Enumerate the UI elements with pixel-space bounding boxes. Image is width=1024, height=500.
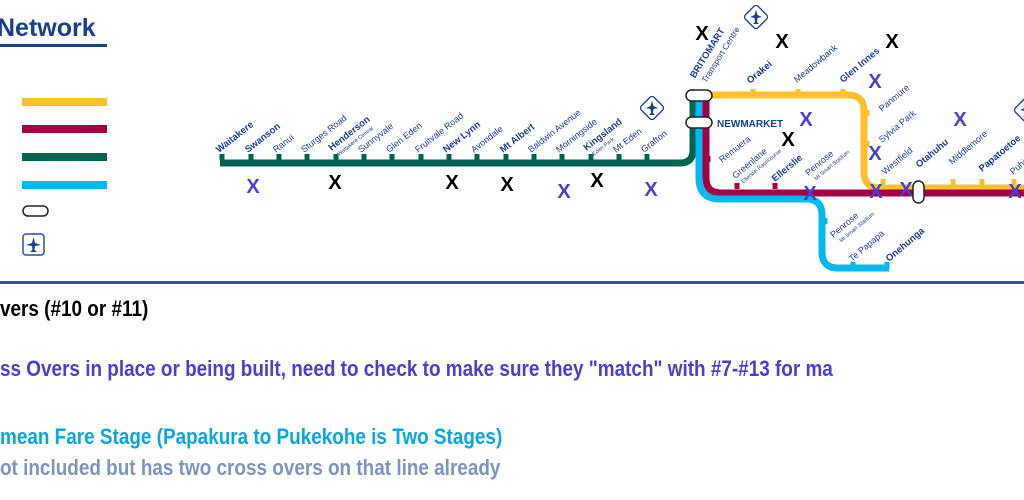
station-tick [276,154,282,160]
crossover-marker: X [775,31,789,53]
station-tick [304,154,310,160]
airport-icon [22,233,45,256]
station-label[interactable]: Orakei [745,59,775,86]
station-tick [880,179,886,185]
station-tick [418,154,424,160]
airport-icon [743,4,769,30]
station-tick [644,154,650,160]
legend-green-line [22,153,107,161]
station-label[interactable]: Otahuhu [914,137,951,171]
divider-line [0,281,1024,284]
station-tick [248,154,254,160]
station-newmarket[interactable]: NEWMARKET [717,119,783,130]
onehunga-yellow-line [700,91,1024,192]
legend-red-line [22,125,107,133]
interchange-pill-icon [22,205,49,217]
station-tick [333,154,339,160]
crossover-marker: X [868,143,882,165]
station-tick [1011,179,1017,185]
station-tick [389,154,395,160]
station-tick [822,218,828,224]
crossover-marker: X [445,172,459,194]
station-label[interactable]: Meadowbank [792,42,840,84]
otahuhu-interchange[interactable] [912,180,925,204]
crossover-marker: X [799,109,813,131]
station-label[interactable]: Westfield [880,145,915,176]
station-tick [503,154,509,160]
station-tick [864,141,870,147]
station-tick [884,262,890,268]
crossover-marker: X [695,23,709,45]
station-tick [705,156,711,162]
newmarket-interchange[interactable] [685,116,713,129]
station-tick [850,262,856,268]
crossover-marker: X [869,181,883,203]
crossover-marker: X [328,172,342,194]
station-tick [734,183,740,189]
station-tick [772,183,778,189]
note-not-included: ot included but has two cross overs on t… [0,455,501,480]
station-tick [219,154,225,160]
title-underline [0,44,107,47]
station-label[interactable]: Puhinui [1008,150,1024,177]
crossover-marker: X [868,71,882,93]
station-tick [950,179,956,185]
note-existing-crossovers: ss Overs in place or being built, need t… [0,356,833,381]
legend-blue-line [22,181,107,189]
airport-icon [1013,97,1024,123]
airport-icon [639,95,665,121]
map-title: Network [0,14,96,42]
station-tick [795,89,801,95]
station-tick [864,110,870,116]
station-tick [531,154,537,160]
station-tick [750,89,756,95]
crossover-marker: X [885,31,899,53]
station-label[interactable]: Grafton [639,128,669,154]
britomart-interchange[interactable] [685,89,713,102]
eastern-red-line [702,95,1024,197]
western-line [220,95,697,167]
rail-lines [220,91,1024,272]
station-tick [559,154,565,160]
crossover-marker: X [557,181,571,203]
station-tick [446,154,452,160]
station-tick [588,154,594,160]
crossover-marker: X [953,109,967,131]
legend-yellow-line [22,98,107,106]
crossover-marker: X [590,170,604,192]
station-tick [361,154,367,160]
crossover-marker: X [899,179,913,201]
crossover-marker: X [781,129,795,151]
station-label[interactable]: Panmure [877,82,911,113]
station-tick [979,179,985,185]
legend [22,98,107,256]
crossover-marker: X [644,179,658,201]
station-tick [474,154,480,160]
station-label[interactable]: Onehunga [884,225,928,264]
crossover-marker: X [1008,181,1022,203]
crossover-marker: X [803,183,817,205]
note-crossovers: vers (#10 or #11) [0,296,149,321]
crossover-marker: X [246,176,260,198]
southern-blue-line [695,95,889,272]
station-tick [616,154,622,160]
station-tick [840,89,846,95]
note-fare-stage: mean Fare Stage (Papakura to Pukekohe is… [0,424,503,449]
crossover-marker: X [500,174,514,196]
station-ticks [219,89,1017,268]
